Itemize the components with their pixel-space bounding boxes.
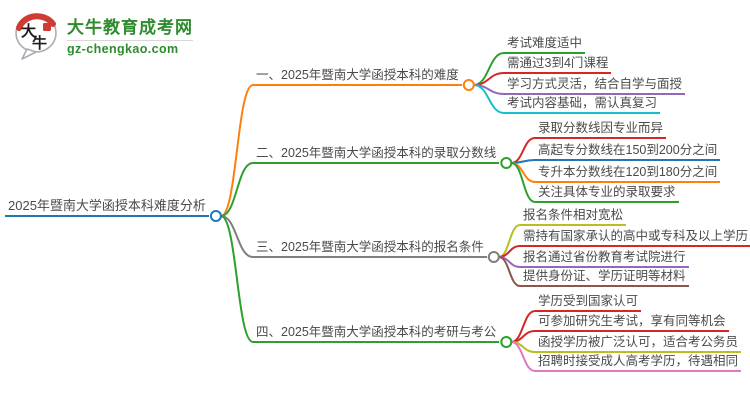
branch-3-item: 报名条件相对宽松 (520, 206, 627, 226)
branch-2-item: 录取分数线因专业而异 (535, 119, 667, 139)
branch-4-item: 函授学历被广泛认可，适合考公务员 (535, 333, 742, 353)
branch-2-topic: 二、2025年暨南大学函授本科的录取分数线 (253, 144, 500, 164)
mindmap-link (472, 84, 505, 114)
logo-char: 牛 (32, 34, 47, 52)
mindmap-link (510, 341, 536, 372)
mindmap-link (219, 215, 254, 343)
mindmap-root-topic: 2025年暨南大学函授本科难度分析 (5, 197, 209, 217)
branch-1-item: 学习方式灵活，结合自学与面授 (504, 75, 686, 95)
site-logo: 大 牛 大牛教育成考网 gz-chengkao.com (14, 12, 193, 62)
branch-2-item: 高起专分数线在150到200分之间 (535, 141, 721, 161)
branch-1-item: 考试内容基础，需认真复习 (504, 94, 661, 114)
branch-3-item: 报名通过省份教育考试院进行 (520, 248, 689, 268)
mindmap-link (497, 256, 521, 287)
branch-1-item: 考试难度适中 (504, 34, 586, 54)
node-circle (500, 157, 513, 169)
branch-1-topic: 一、2025年暨南大学函授本科的难度 (253, 66, 462, 86)
node-circle (462, 79, 475, 91)
branch-2-item: 专升本分数线在120到180分之间 (535, 163, 721, 183)
branch-4-item: 可参加研究生考试，享有同等机会 (535, 312, 729, 332)
mindmap-link (219, 162, 254, 217)
seal-icon (43, 23, 51, 31)
branch-2-item: 关注具体专业的录取要求 (535, 183, 679, 203)
mindmap-link (219, 84, 254, 217)
branch-4-item: 学历受到国家认可 (535, 292, 642, 312)
branch-4-item: 招聘时接受成人高考学历，待遇相同 (535, 352, 742, 372)
branch-1-item: 需通过3到4门课程 (504, 54, 612, 74)
branch-3-item: 需持有国家承认的高中或专科及以上学历 (520, 227, 750, 247)
mindmap-link (510, 162, 536, 203)
site-domain: gz-chengkao.com (67, 39, 193, 56)
branch-4-topic: 四、2025年暨南大学函授本科的考研与考公 (253, 323, 500, 343)
mindmap-link (219, 215, 254, 258)
node-circle (487, 251, 500, 263)
node-circle (500, 336, 513, 348)
daniu-logo-icon: 大 牛 (15, 13, 57, 60)
branch-3-item: 提供身份证、学历证明等材料 (520, 267, 689, 287)
logo-red-arc (16, 13, 56, 31)
branch-3-topic: 三、2025年暨南大学函授本科的报名条件 (253, 238, 487, 258)
logo-char: 大 (21, 22, 36, 40)
node-circle (209, 210, 222, 222)
site-name: 大牛教育成考网 (67, 18, 193, 38)
